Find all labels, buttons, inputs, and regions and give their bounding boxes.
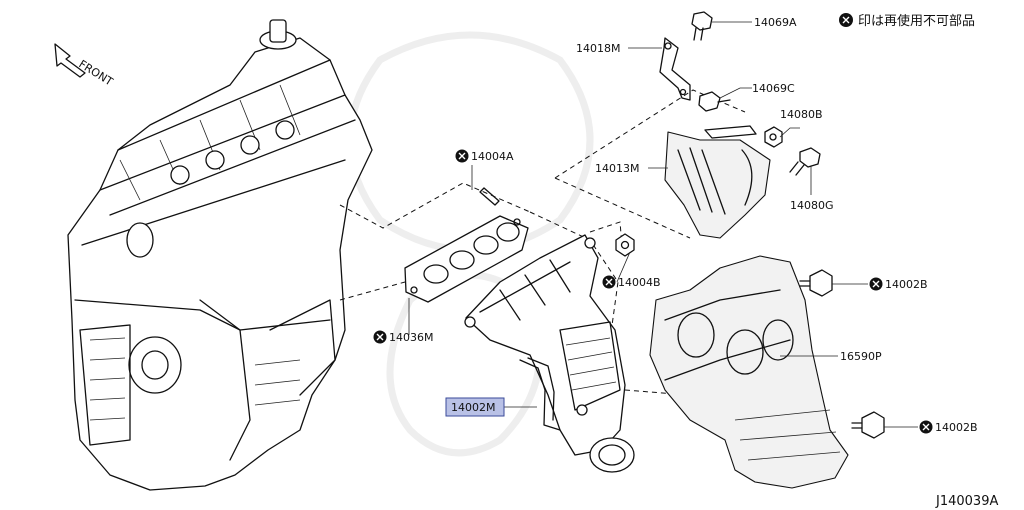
engine-block [67, 19, 373, 491]
label-14080g[interactable]: 14080G [790, 199, 834, 212]
front-arrow-icon [54, 43, 86, 78]
heat-insulator-part [649, 255, 849, 489]
svg-text:16590P: 16590P [840, 350, 882, 363]
label-14036m[interactable]: 14036M [373, 330, 434, 345]
label-14069a[interactable]: 14069A [754, 16, 797, 29]
label-14080b[interactable]: 14080B [780, 108, 823, 121]
svg-text:14069C: 14069C [752, 82, 795, 95]
svg-text:14004A: 14004A [471, 150, 514, 163]
label-14002b-lower[interactable]: 14002B [919, 420, 978, 435]
label-14004b[interactable]: 14004B [602, 275, 661, 290]
front-direction-indicator: FRONT [54, 43, 115, 89]
nut-part [615, 233, 635, 257]
label-16590p[interactable]: 16590P [840, 350, 882, 363]
label-14004a[interactable]: 14004A [455, 149, 514, 164]
highlight-box [445, 397, 505, 417]
label-14002m-highlighted[interactable]: 14002M [445, 397, 505, 417]
exhaust-manifold-part [464, 234, 635, 473]
bolt-14080g [789, 147, 821, 176]
notice-text: 印は再使用不可部品 [858, 13, 975, 29]
nut-14080b [764, 126, 783, 148]
front-label: FRONT [76, 58, 115, 89]
callout-leaders [408, 21, 918, 428]
drawing-id: J140039A [935, 494, 998, 509]
non-reusable-notice: 印は再使用不可部品 [839, 13, 975, 29]
label-14069c[interactable]: 14069C [752, 82, 795, 95]
heat-shield-part [664, 125, 771, 239]
svg-text:14036M: 14036M [389, 331, 433, 344]
svg-text:14002M: 14002M [451, 401, 495, 414]
leader-lines [339, 89, 751, 401]
gasket-part [404, 215, 529, 303]
stud-part [479, 187, 500, 206]
label-14002b-upper[interactable]: 14002B [869, 277, 928, 292]
svg-text:14069A: 14069A [754, 16, 797, 29]
svg-text:14004B: 14004B [618, 276, 661, 289]
label-14018m[interactable]: 14018M [576, 42, 620, 55]
svg-text:14018M: 14018M [576, 42, 620, 55]
svg-text:14002B: 14002B [935, 421, 978, 434]
label-14013m[interactable]: 14013M [595, 162, 639, 175]
part-labels: 14069A 14018M 14069C 14080B 14013M 14080… [373, 16, 978, 435]
svg-text:14013M: 14013M [595, 162, 639, 175]
bracket-part [659, 37, 691, 101]
svg-text:14080G: 14080G [790, 199, 834, 212]
svg-text:14002B: 14002B [885, 278, 928, 291]
svg-text:14080B: 14080B [780, 108, 823, 121]
bolt-14002b-lower [851, 411, 885, 439]
bolt-14002b-upper [799, 269, 833, 297]
bolt-14069a [691, 11, 713, 41]
bolt-14069c [698, 91, 731, 112]
